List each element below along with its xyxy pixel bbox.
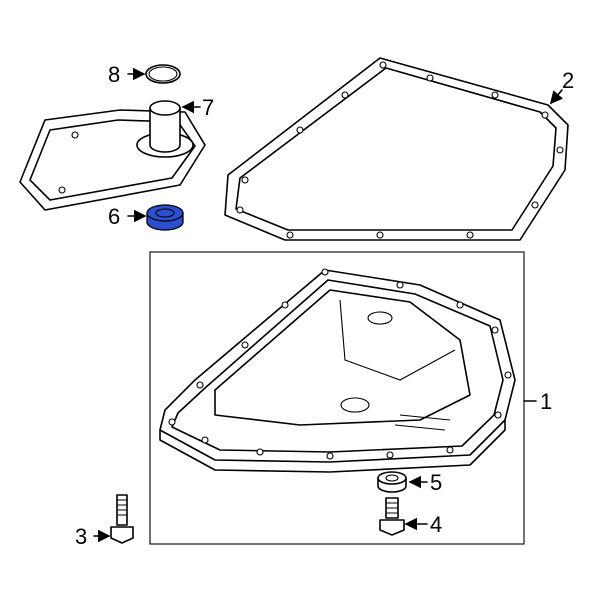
part-8-o-ring[interactable] bbox=[145, 64, 181, 84]
part-6-seal[interactable] bbox=[146, 204, 184, 231]
callout-number: 2 bbox=[562, 68, 574, 93]
callout-arrow bbox=[549, 89, 564, 105]
callout-4: 4 bbox=[404, 512, 442, 537]
part-1-oil-pan[interactable] bbox=[159, 268, 516, 473]
callout-number: 6 bbox=[108, 204, 120, 229]
part-2-gasket[interactable] bbox=[224, 57, 569, 241]
callout-3: 3 bbox=[75, 524, 111, 549]
part-5-washer[interactable] bbox=[377, 471, 407, 493]
callout-8: 8 bbox=[108, 62, 146, 87]
callout-number: 7 bbox=[202, 95, 214, 120]
callout-number: 3 bbox=[75, 524, 87, 549]
part-7-filter[interactable] bbox=[19, 100, 206, 211]
callout-5: 5 bbox=[408, 470, 442, 495]
callout-number: 8 bbox=[108, 62, 120, 87]
part-3-bolt[interactable] bbox=[110, 494, 134, 544]
callout-1: 1 bbox=[523, 389, 552, 414]
callout-number: 4 bbox=[430, 512, 442, 537]
callout-number: 1 bbox=[540, 389, 552, 414]
callout-2: 2 bbox=[549, 68, 574, 105]
assembly-frame bbox=[149, 251, 525, 545]
callout-number: 5 bbox=[430, 470, 442, 495]
part-4-drain-plug[interactable] bbox=[379, 497, 405, 536]
callout-6: 6 bbox=[108, 204, 147, 229]
callout-7: 7 bbox=[181, 95, 214, 120]
